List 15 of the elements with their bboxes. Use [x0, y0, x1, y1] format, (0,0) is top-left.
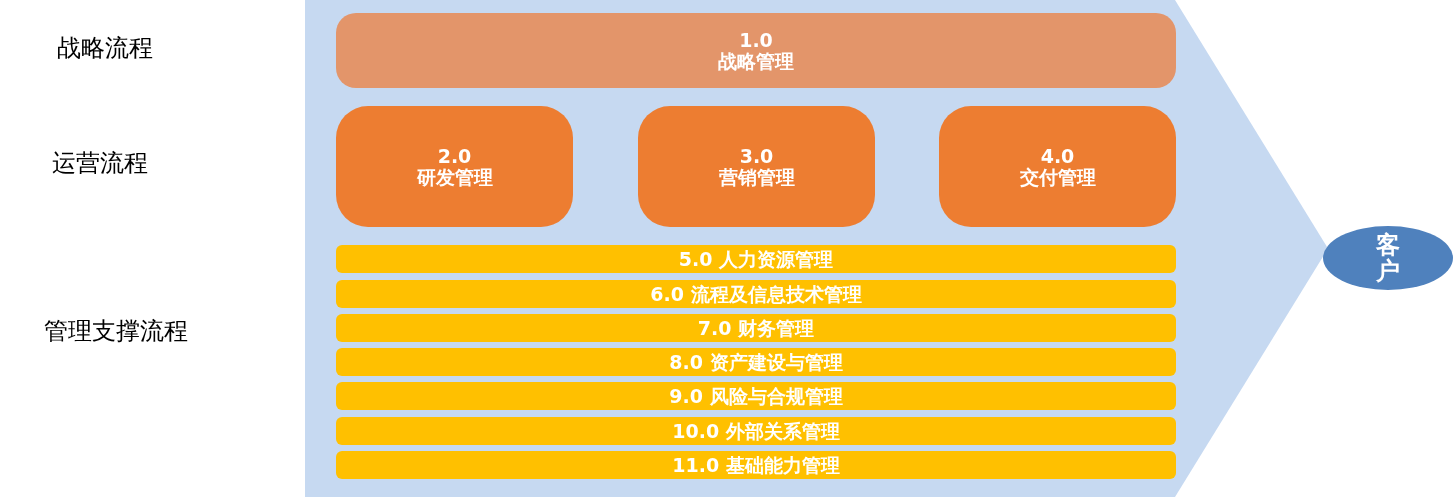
process-box: 2.0 研发管理	[336, 106, 573, 227]
process-bar: 8.0 资产建设与管理	[336, 348, 1176, 376]
process-box: 4.0 交付管理	[939, 106, 1176, 227]
row-label: 战略流程	[56, 35, 154, 62]
process-bar: 10.0 外部关系管理	[336, 417, 1176, 445]
process-box: 1.0 战略管理	[336, 13, 1176, 88]
process-bar: 7.0 财务管理	[336, 314, 1176, 342]
process-bar: 5.0 人力资源管理	[336, 245, 1176, 273]
row-label: 管理支撑流程	[42, 318, 189, 345]
process-bar: 6.0 流程及信息技术管理	[336, 280, 1176, 308]
process-bar: 11.0 基础能力管理	[336, 451, 1176, 479]
process-box: 3.0 营销管理	[638, 106, 875, 227]
row-label: 运营流程	[51, 150, 149, 177]
process-bar: 9.0 风险与合规管理	[336, 382, 1176, 410]
customer-oval: 客户	[1323, 226, 1453, 290]
